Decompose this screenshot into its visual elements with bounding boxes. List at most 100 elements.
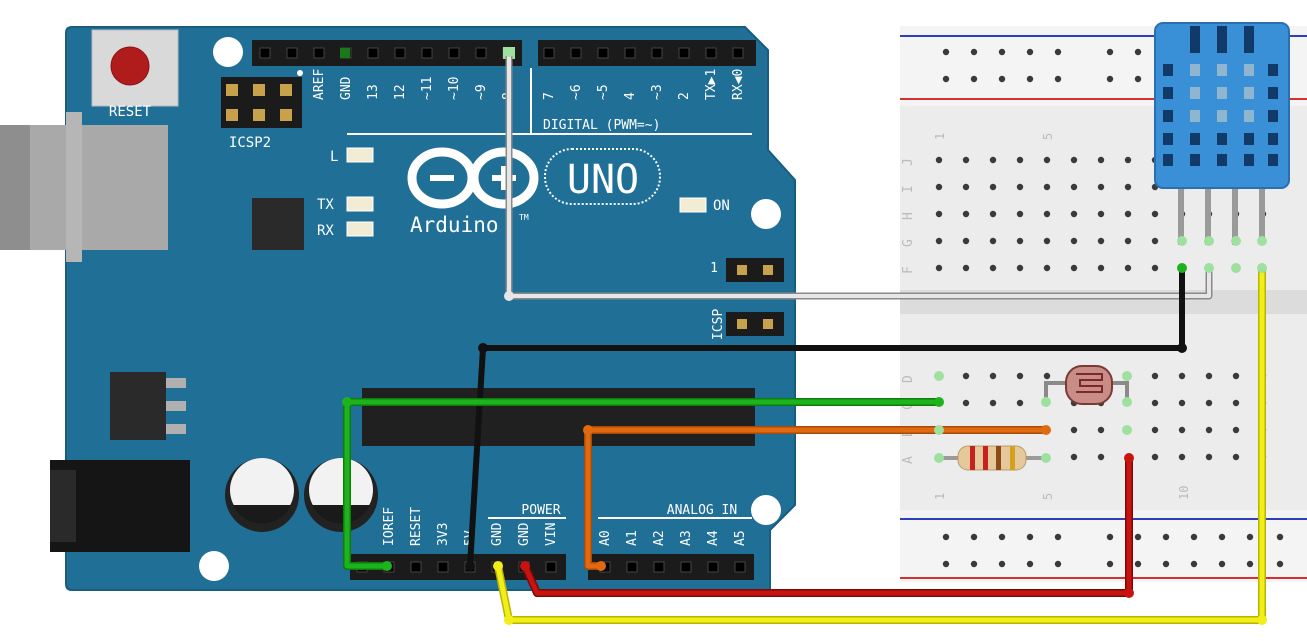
- rail-hole: [1162, 560, 1170, 568]
- wire-black: [467, 265, 1185, 569]
- digital-pin-label: ~9: [474, 84, 489, 100]
- rail-hole: [1134, 48, 1142, 56]
- wire-white: [507, 50, 1211, 298]
- rail-hole: [942, 75, 950, 83]
- dht-sensor-body: [1154, 22, 1290, 189]
- breadboard-hole: [1043, 237, 1051, 245]
- reset-button[interactable]: [110, 46, 150, 86]
- icsp2-pin: [280, 84, 292, 96]
- ldr: [1044, 365, 1129, 405]
- header-pin: [421, 47, 433, 59]
- ldr-lead: [1108, 381, 1129, 402]
- breadboard-hole: [1043, 372, 1051, 380]
- microcontroller-chip: [362, 388, 755, 446]
- power-label: POWER: [521, 503, 560, 518]
- wire-endpoint: [478, 343, 488, 353]
- header-pin: [597, 47, 609, 59]
- breadboard-hole: [1070, 264, 1078, 272]
- header-pin: [545, 561, 557, 573]
- dht-grille-slot: [1163, 87, 1173, 99]
- rail-hole: [942, 533, 950, 541]
- power-pin-label: GND: [490, 522, 505, 546]
- rail-hole: [970, 75, 978, 83]
- header-pin: [394, 47, 406, 59]
- header-pin: [448, 47, 460, 59]
- wire-endpoint: [1041, 397, 1051, 407]
- logo-model-outline: [544, 148, 661, 205]
- digital-pin-label: ~6: [569, 84, 584, 100]
- rail-hole: [1026, 48, 1034, 56]
- wire-endpoint: [465, 561, 475, 571]
- header-pin: [624, 47, 636, 59]
- digital-pin-label: 7: [542, 92, 557, 100]
- header-pin: [734, 561, 746, 573]
- col-label-1-top: 1: [933, 133, 947, 140]
- digital-pin-label: 2: [677, 92, 692, 100]
- mounting-hole: [751, 199, 781, 229]
- header-pin: [653, 561, 665, 573]
- dht-grille-slot: [1268, 64, 1278, 76]
- breadboard-hole: [1097, 426, 1105, 434]
- usb-connector-shade: [0, 125, 30, 250]
- breadboard-hole: [1178, 426, 1186, 434]
- wire-endpoint: [504, 291, 514, 301]
- dht-sensor: [1154, 22, 1290, 189]
- board-pcb: [65, 26, 796, 591]
- breadboard-hole: [1097, 264, 1105, 272]
- dht-grille-slot: [1244, 41, 1254, 53]
- analog-pin-label: A0: [598, 530, 613, 546]
- wire-endpoint: [1231, 236, 1241, 246]
- icsp2-label: ICSP2: [229, 135, 271, 151]
- header-pin: [259, 47, 271, 59]
- wire-endpoint: [1231, 263, 1241, 273]
- wire-endpoints: [342, 47, 1267, 625]
- regulator-pin: [166, 401, 186, 411]
- rail-hole: [1134, 533, 1142, 541]
- row-label-h: H: [901, 212, 916, 220]
- icsp-pins: [737, 265, 773, 329]
- row-label-a: A: [901, 456, 916, 464]
- wire-endpoint: [934, 397, 944, 407]
- breadboard-hole: [1070, 210, 1078, 218]
- breadboard-hole: [1016, 399, 1024, 407]
- dht-grille-slot: [1190, 110, 1200, 122]
- rail-hole: [1190, 560, 1198, 568]
- wire-endpoint: [493, 561, 503, 571]
- breadboard-hole: [935, 183, 943, 191]
- rail-hole: [1190, 533, 1198, 541]
- breadboard-hole: [962, 183, 970, 191]
- breadboard-hole: [1016, 264, 1024, 272]
- breadboard-hole: [935, 237, 943, 245]
- breadboard-hole: [1043, 264, 1051, 272]
- header-pin: [651, 47, 663, 59]
- wire-yellow: [495, 265, 1265, 623]
- dht-grille-slot: [1217, 26, 1227, 46]
- breadboard-hole: [1070, 237, 1078, 245]
- rail-hole: [1246, 533, 1254, 541]
- icsp-pin: [763, 319, 773, 329]
- dht-grille-slot: [1217, 154, 1227, 166]
- dht-grille-slot: [1190, 133, 1200, 145]
- breadboard-hole: [1151, 372, 1159, 380]
- icsp-header-top: [726, 258, 784, 282]
- logo-minus: [430, 175, 454, 181]
- col-label-10-bottom: 10: [1177, 486, 1191, 500]
- resistor-band: [1010, 446, 1015, 470]
- rail-hole: [1218, 533, 1226, 541]
- wire-endpoint: [1122, 397, 1132, 407]
- digital-pin-label: ~10: [447, 77, 462, 100]
- breadboard-hole: [1232, 399, 1240, 407]
- dht-grille-slot: [1244, 110, 1254, 122]
- row-label-j: J: [901, 158, 916, 166]
- header-pin: [707, 561, 719, 573]
- reset-label: RESET: [109, 104, 152, 120]
- dht-leg: [1232, 185, 1238, 245]
- ldr-track: [1076, 373, 1103, 393]
- logo-model: UNO: [567, 157, 639, 203]
- led-l-label: L: [330, 149, 338, 165]
- mounting-hole: [213, 37, 243, 67]
- power-pin-label: 3V3: [436, 523, 451, 546]
